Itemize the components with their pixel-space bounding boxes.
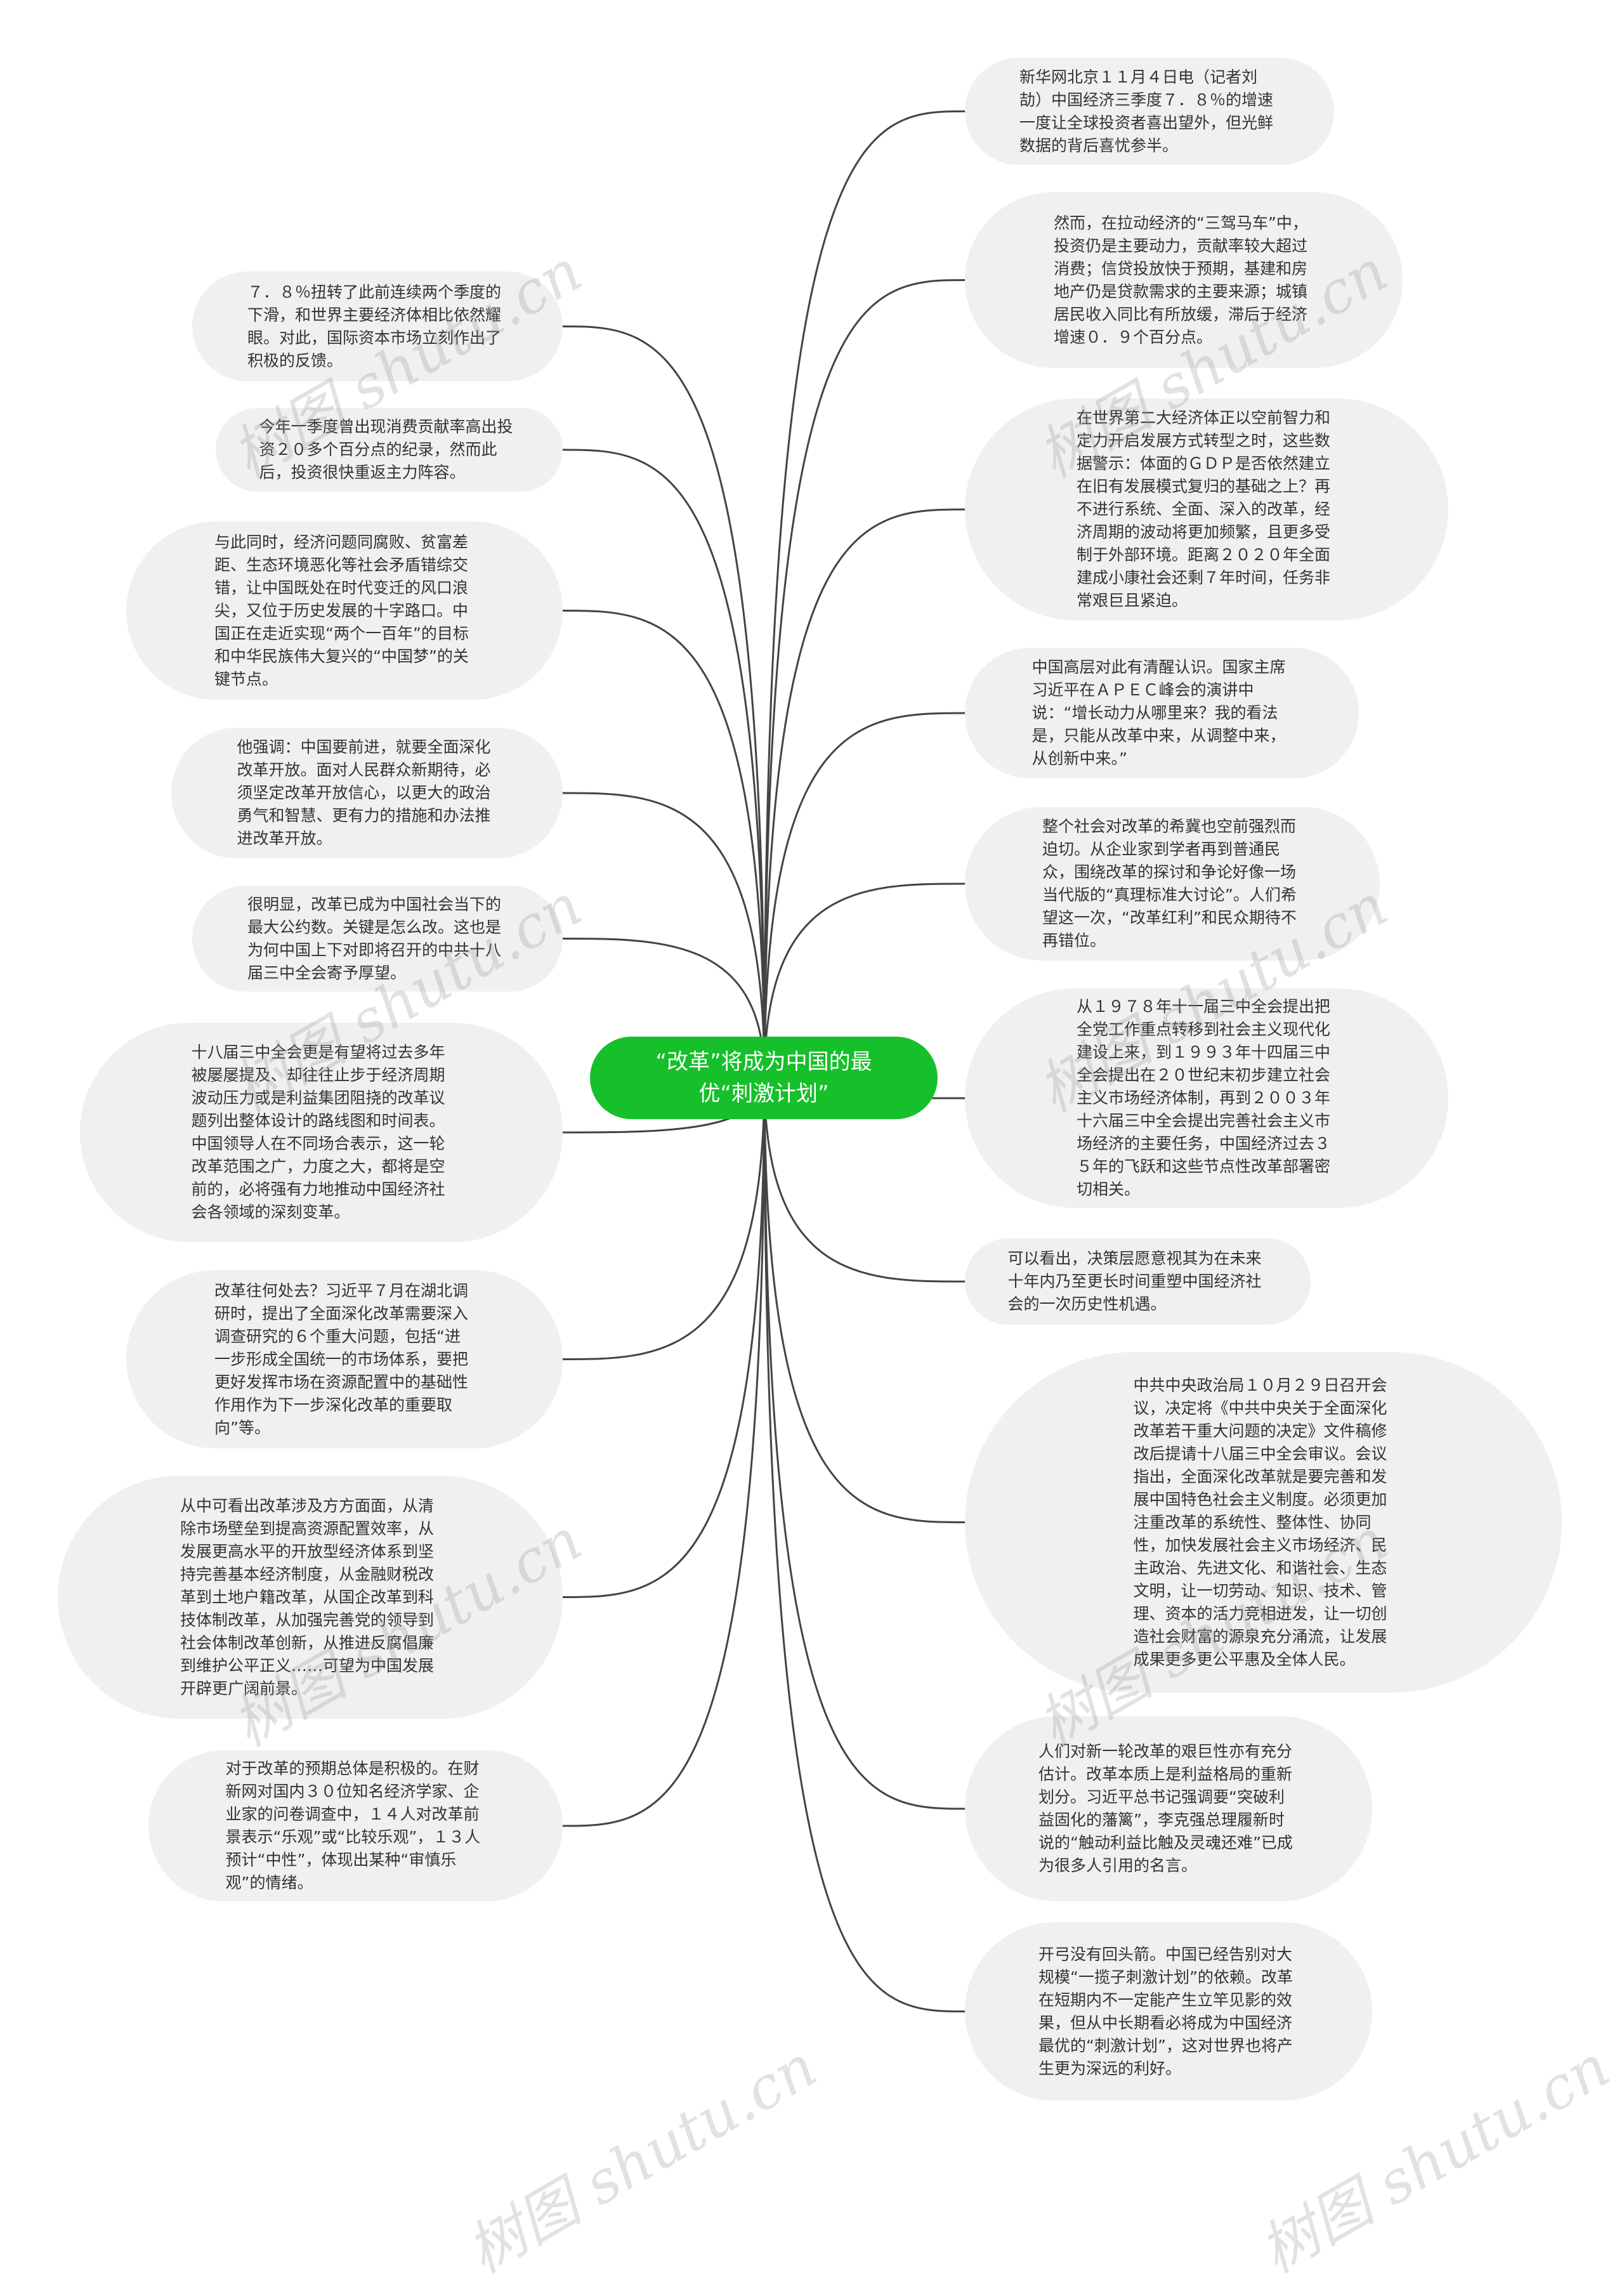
connector-line [562, 325, 766, 1079]
topic-node-text: 可以看出，决策层愿意视其为在未来十年内乃至更长时间重塑中国经济社会的一次历史性机… [1007, 1249, 1262, 1313]
topic-node-text: 人们对新一轮改革的艰巨性亦有充分估计。改革本质上是利益格局的重新划分。习近平总书… [1038, 1742, 1293, 1875]
connector-line [763, 508, 966, 1079]
connector-line [562, 792, 766, 1079]
central-topic[interactable]: “改革”将成为中国的最优“刺激计划” [590, 1037, 938, 1119]
topic-node-text: 十八届三中全会更是有望将过去多年被屡屡提及、却往往止步于经济周期波动压力或是利益… [191, 1043, 445, 1221]
topic-node-text: 中国高层对此有清醒认识。国家主席习近平在ＡＰＥＣ峰会的演讲中说：“增长动力从哪里… [1031, 658, 1286, 768]
connector-line [562, 610, 766, 1079]
topic-node[interactable]: ７．８％扭转了此前连续两个季度的下滑，和世界主要经济体相比依然耀眼。对此，国际资… [192, 272, 563, 381]
connector-line [763, 1078, 966, 1283]
connector-line [562, 1078, 766, 1827]
connector-line [562, 1078, 766, 1598]
topic-node[interactable]: 开弓没有回头箭。中国已经告别对大规模“一揽子刺激计划”的依赖。改革在短期内不一定… [965, 1922, 1372, 2101]
topic-node[interactable]: 人们对新一轮改革的艰巨性亦有充分估计。改革本质上是利益格局的重新划分。习近平总书… [965, 1716, 1372, 1901]
topic-node[interactable]: 可以看出，决策层愿意视其为在未来十年内乃至更长时间重塑中国经济社会的一次历史性机… [965, 1238, 1311, 1325]
connector-line [763, 712, 966, 1079]
topic-node-text: ７．８％扭转了此前连续两个季度的下滑，和世界主要经济体相比依然耀眼。对此，国际资… [247, 282, 502, 370]
topic-node[interactable]: 然而，在拉动经济的“三驾马车”中，投资仍是主要动力，贡献率较大超过消费；信贷投放… [965, 192, 1403, 368]
topic-node-text: 他强调：中国要前进，就要全面深化改革开放。面对人民群众新期待，必须坚定改革开放信… [237, 738, 491, 848]
topic-node[interactable]: 中共中央政治局１０月２９日召开会议，决定将《中共中央关于全面深化改革若干重大问题… [965, 1352, 1562, 1693]
connector-line [562, 449, 766, 1079]
topic-node-text: 新华网北京１１月４日电（记者刘劼）中国经济三季度７．８％的增速一度让全球投资者喜… [1019, 67, 1274, 155]
topic-node[interactable]: 十八届三中全会更是有望将过去多年被屡屡提及、却往往止步于经济周期波动压力或是利益… [80, 1023, 563, 1242]
topic-node[interactable]: 今年一季度曾出现消费贡献率高出投资２０多个百分点的纪录，然而此后，投资很快重返主… [216, 408, 563, 492]
topic-node[interactable]: 对于改革的预期总体是积极的。在财新网对国内３０位知名经济学家、企业家的问卷调查中… [148, 1750, 563, 1901]
topic-node[interactable]: 从中可看出改革涉及方方面面，从清除市场壁垒到提高资源配置效率，从发展更高水平的开… [58, 1476, 563, 1719]
topic-node[interactable]: 新华网北京１１月４日电（记者刘劼）中国经济三季度７．８％的增速一度让全球投资者喜… [965, 58, 1334, 165]
topic-node[interactable]: 很明显，改革已成为中国社会当下的最大公约数。关键是怎么改。这也是为何中国上下对即… [192, 886, 563, 992]
topic-node-text: 然而，在拉动经济的“三驾马车”中，投资仍是主要动力，贡献率较大超过消费；信贷投放… [1054, 213, 1308, 346]
topic-node[interactable]: 改革往何处去？习近平７月在湖北调研时，提出了全面深化改革需要深入调查研究的６个重… [126, 1270, 563, 1448]
connector-line [763, 882, 966, 1079]
topic-node-text: 与此同时，经济问题同腐败、贫富差距、生态环境恶化等社会矛盾错综交错，让中国既处在… [214, 532, 469, 688]
topic-node-text: 对于改革的预期总体是积极的。在财新网对国内３０位知名经济学家、企业家的问卷调查中… [225, 1759, 481, 1892]
topic-node-text: 中共中央政治局１０月２９日召开会议，决定将《中共中央关于全面深化改革若干重大问题… [1133, 1375, 1387, 1669]
topic-node[interactable]: 与此同时，经济问题同腐败、贫富差距、生态环境恶化等社会矛盾错综交错，让中国既处在… [126, 521, 563, 700]
topic-node[interactable]: 他强调：中国要前进，就要全面深化改革开放。面对人民群众新期待，必须坚定改革开放信… [171, 728, 563, 858]
topic-node-text: 很明显，改革已成为中国社会当下的最大公约数。关键是怎么改。这也是为何中国上下对即… [247, 895, 502, 982]
connector-line [763, 110, 966, 1079]
topic-node[interactable]: 整个社会对改革的希冀也空前强烈而迫切。从企业家到学者再到普通民众，围绕改革的探讨… [965, 807, 1380, 961]
topic-node-text: 整个社会对改革的希冀也空前强烈而迫切。从企业家到学者再到普通民众，围绕改革的探讨… [1042, 817, 1297, 950]
topic-node-text: 从１９７８年十一届三中全会提出把全党工作重点转移到社会主义现代化建设上来，到１９… [1077, 997, 1331, 1198]
connector-line [763, 1078, 966, 1810]
connector-line [562, 938, 766, 1079]
connector-line [562, 1078, 766, 1360]
topic-node-text: 从中可看出改革涉及方方面面，从清除市场壁垒到提高资源配置效率，从发展更高水平的开… [180, 1496, 435, 1698]
connector-line [763, 279, 966, 1079]
central-topic-label: “改革”将成为中国的最优“刺激计划” [655, 1049, 872, 1106]
connector-line [763, 1078, 966, 2012]
topic-node[interactable]: 在世界第二大经济体正以空前智力和定力开启发展方式转型之时，这些数据警示：体面的Ｇ… [965, 398, 1448, 620]
topic-node[interactable]: 从１９７８年十一届三中全会提出把全党工作重点转移到社会主义现代化建设上来，到１９… [965, 988, 1448, 1208]
topic-node[interactable]: 中国高层对此有清醒认识。国家主席习近平在ＡＰＥＣ峰会的演讲中说：“增长动力从哪里… [965, 648, 1359, 778]
topic-node-text: 在世界第二大经济体正以空前智力和定力开启发展方式转型之时，这些数据警示：体面的Ｇ… [1077, 409, 1331, 610]
topic-node-text: 改革往何处去？习近平７月在湖北调研时，提出了全面深化改革需要深入调查研究的６个重… [214, 1281, 469, 1437]
connector-line [763, 1078, 966, 1523]
topic-node-text: 开弓没有回头箭。中国已经告别对大规模“一揽子刺激计划”的依赖。改革在短期内不一定… [1038, 1945, 1293, 2078]
topic-node-text: 今年一季度曾出现消费贡献率高出投资２０多个百分点的纪录，然而此后，投资很快重返主… [259, 417, 513, 482]
